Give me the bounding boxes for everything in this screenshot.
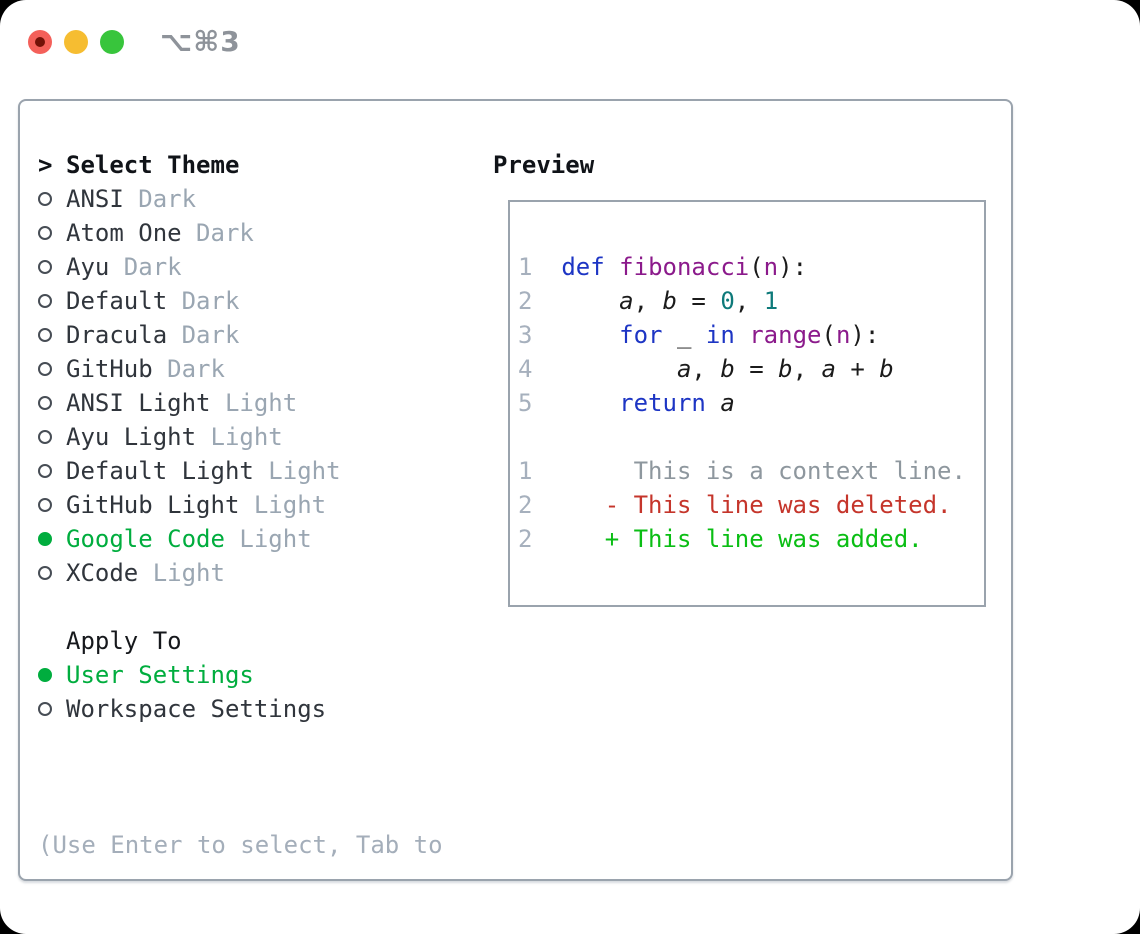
radio-selected-icon [38,532,66,546]
window-shortcut-label: ⌥⌘3 [160,25,241,58]
minimize-button[interactable] [64,29,88,54]
preview-title: Preview [493,151,595,179]
theme-variant: Light [253,457,341,485]
code-preview: 1 def fibonacci(n): 2 a, b = 0, 1 3 for _ … [518,250,984,556]
code-line: 5 return a [518,389,735,417]
radio-icon [38,192,66,206]
select-theme-title: Select Theme [66,151,240,179]
apply-option-workspace-settings[interactable]: Workspace Settings [38,692,443,726]
theme-name: Default [66,287,168,315]
code-line: 2 + This line was added. [518,525,923,553]
radio-icon [38,702,66,716]
zoom-button[interactable] [100,29,124,54]
theme-option-ayu-light[interactable]: Ayu Light Light [38,420,443,454]
theme-variant: Light [138,559,225,587]
theme-option-dracula[interactable]: Dracula Dark [38,318,443,352]
apply-to-header: Apply To [38,624,443,658]
titlebar: ⌥⌘3 [28,25,241,58]
theme-variant: Dark [152,355,225,383]
theme-option-ansi-light[interactable]: ANSI Light Light [38,386,443,420]
hint-line-2: change focus) [38,930,443,934]
theme-variant: Light [196,423,283,451]
theme-variant: Dark [123,185,197,213]
theme-name: XCode [66,559,139,587]
theme-option-github[interactable]: GitHub Dark [38,352,443,386]
apply-option-user-settings[interactable]: User Settings [38,658,443,692]
theme-name: Google Code [66,525,225,553]
radio-icon [38,294,66,308]
preview-box: 1 def fibonacci(n): 2 a, b = 0, 1 3 for _ … [508,200,986,607]
select-theme-header: > Select Theme [38,148,443,182]
code-line: 4 a, b = b, a + b [518,355,894,383]
code-line: 3 for _ in range(n): [518,321,880,349]
theme-name: Atom One [66,219,182,247]
theme-option-google-code[interactable]: Google Code Light [38,522,443,556]
theme-option-atom-one[interactable]: Atom One Dark [38,216,443,250]
theme-name: Ayu [66,253,110,281]
theme-variant: Dark [167,321,240,349]
theme-name: Ayu Light [66,423,197,451]
radio-selected-icon [38,668,66,682]
radio-icon [38,430,66,444]
theme-name: Default Light [66,457,254,485]
radio-icon [38,566,66,580]
apply-to-title: Apply To [66,627,182,655]
theme-name: ANSI Light [66,389,211,417]
theme-name: Dracula [66,321,168,349]
theme-option-default-light[interactable]: Default Light Light [38,454,443,488]
code-line: 1 This is a context line. [518,457,966,485]
radio-icon [38,498,66,512]
radio-icon [38,260,66,274]
close-button[interactable] [28,29,52,54]
prompt-icon: > [38,151,53,179]
record-dot-icon [35,36,45,47]
code-line: 1 def fibonacci(n): [518,253,808,281]
theme-option-ayu[interactable]: Ayu Dark [38,250,443,284]
hint-line-1: (Use Enter to select, Tab to [38,831,443,859]
radio-icon [38,328,66,342]
theme-variant: Dark [181,219,254,247]
theme-variant: Dark [167,287,240,315]
theme-option-xcode[interactable]: XCode Light [38,556,443,590]
option-label: User Settings [66,661,254,689]
hint-text: (Use Enter to select, Tab to change focu… [38,760,443,934]
theme-option-ansi[interactable]: ANSI Dark [38,182,443,216]
theme-option-default[interactable]: Default Dark [38,284,443,318]
theme-variant: Light [239,491,327,519]
theme-variant: Light [210,389,298,417]
code-line [518,420,984,454]
radio-icon [38,226,66,240]
theme-variant: Dark [109,253,182,281]
theme-option-github-light[interactable]: GitHub Light Light [38,488,443,522]
radio-icon [38,464,66,478]
radio-icon [38,396,66,410]
code-line: 2 - This line was deleted. [518,491,952,519]
code-line: 2 a, b = 0, 1 [518,287,779,315]
theme-name: GitHub [66,355,153,383]
theme-variant: Light [224,525,312,553]
radio-icon [38,362,66,376]
theme-name: ANSI [66,185,124,213]
option-label: Workspace Settings [66,695,327,723]
theme-name: GitHub Light [66,491,240,519]
